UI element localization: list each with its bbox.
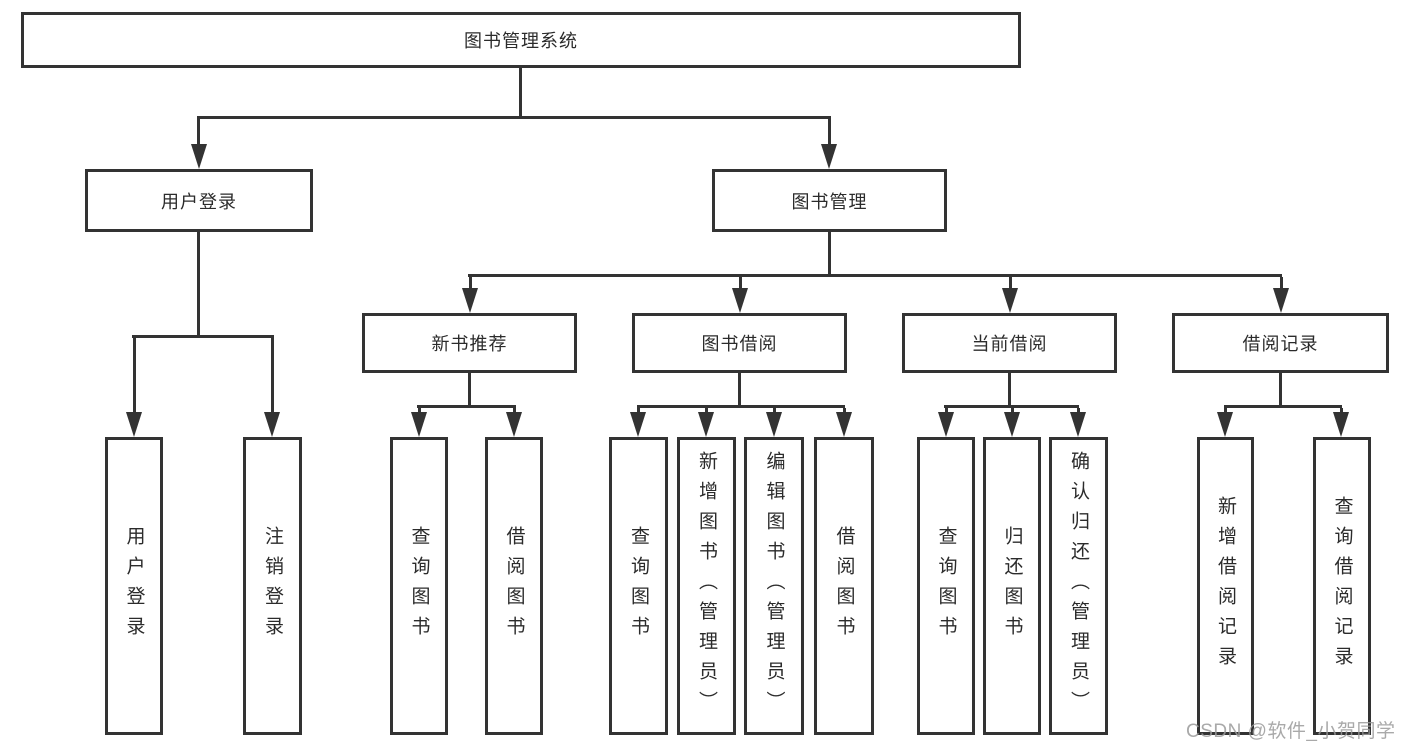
- leaf-cb-confirm-return-admin-label: 确认归还（管理员）: [1068, 451, 1089, 721]
- arrowhead-nb-borrow: [506, 412, 522, 437]
- node-book-mgmt-label: 图书管理: [791, 191, 868, 212]
- leaf-bb-add-books-admin: 新增图书（管理员）: [677, 437, 736, 735]
- leaf-nb-borrow-books-label: 借阅图书: [503, 526, 525, 646]
- edge-stem-nb-borrow: [512, 408, 516, 412]
- edge-stem-book-borrow: [738, 277, 742, 288]
- arrowhead-book-mgmt: [821, 144, 837, 169]
- leaf-rec-add-record-label: 新增借阅记录: [1215, 496, 1236, 676]
- arrowhead-leaf-logout: [264, 412, 280, 437]
- edge-book-mgmt-trunk: [828, 232, 831, 274]
- leaf-cb-query-books-label: 查询图书: [935, 526, 957, 646]
- leaf-bb-query-books: 查询图书: [609, 437, 668, 735]
- edge-stem-user-login: [197, 119, 200, 144]
- edge-level2-bus: [197, 116, 831, 119]
- edge-stem-new-books: [468, 277, 472, 288]
- node-root-label: 图书管理系统: [464, 31, 578, 51]
- node-new-books: 新书推荐: [362, 313, 577, 373]
- leaf-rec-query-record: 查询借阅记录: [1313, 437, 1371, 735]
- node-borrow-records-label: 借阅记录: [1242, 334, 1319, 354]
- leaf-cb-confirm-return-admin: 确认归还（管理员）: [1049, 437, 1108, 735]
- leaf-bb-add-books-admin-label: 新增图书（管理员）: [696, 451, 717, 721]
- node-current-borrow: 当前借阅: [902, 313, 1117, 373]
- edge-new-books-bus: [417, 405, 516, 408]
- arrowhead-new-books: [462, 288, 478, 313]
- arrowhead-cb-return: [1004, 412, 1020, 437]
- leaf-cb-return-books-label: 归还图书: [1001, 526, 1023, 646]
- leaf-logout-label: 注销登录: [262, 526, 283, 646]
- edge-book-borrow-bus: [637, 405, 845, 408]
- node-book-mgmt: 图书管理: [712, 169, 947, 232]
- node-current-borrow-label: 当前借阅: [971, 334, 1048, 354]
- node-root: 图书管理系统: [21, 12, 1021, 68]
- leaf-cb-return-books: 归还图书: [983, 437, 1041, 735]
- edge-stem-bb-edit: [772, 408, 776, 412]
- arrowhead-current-borrow: [1002, 288, 1018, 313]
- arrowhead-bb-borrow: [836, 412, 852, 437]
- leaf-bb-borrow-books: 借阅图书: [814, 437, 874, 735]
- leaf-bb-edit-books-admin: 编辑图书（管理员）: [744, 437, 804, 735]
- edge-stem-rec-add: [1223, 408, 1227, 412]
- edge-stem-cb-confirm: [1076, 408, 1080, 412]
- node-new-books-label: 新书推荐: [431, 334, 508, 354]
- node-book-borrow-label: 图书借阅: [701, 334, 778, 354]
- arrowhead-bb-edit: [766, 412, 782, 437]
- node-user-login-label: 用户登录: [161, 191, 237, 212]
- edge-stem-rec-query: [1339, 408, 1343, 412]
- edge-stem-leaf-user-login: [132, 338, 136, 412]
- leaf-nb-query-books-label: 查询图书: [408, 526, 430, 646]
- leaf-logout: 注销登录: [243, 437, 302, 735]
- edge-stem-nb-query: [417, 408, 421, 412]
- arrowhead-rec-query: [1333, 412, 1349, 437]
- leaf-user-login-label: 用户登录: [123, 526, 145, 646]
- edge-stem-current-borrow: [1008, 277, 1012, 288]
- edge-book-borrow-trunk: [738, 373, 741, 405]
- edge-stem-bb-borrow: [842, 408, 846, 412]
- edge-new-books-trunk: [468, 373, 471, 405]
- leaf-bb-edit-books-admin-label: 编辑图书（管理员）: [763, 451, 785, 721]
- edge-stem-bb-query: [636, 408, 640, 412]
- leaf-user-login: 用户登录: [105, 437, 163, 735]
- arrowhead-bb-query: [630, 412, 646, 437]
- edge-stem-book-mgmt: [828, 119, 831, 144]
- leaf-bb-borrow-books-label: 借阅图书: [833, 526, 855, 646]
- arrowhead-borrow-records: [1273, 288, 1289, 313]
- leaf-bb-query-books-label: 查询图书: [628, 526, 649, 646]
- edge-borrow-records-bus: [1224, 405, 1342, 408]
- arrowhead-cb-query: [938, 412, 954, 437]
- arrowhead-bb-add: [698, 412, 714, 437]
- leaf-nb-borrow-books: 借阅图书: [485, 437, 543, 735]
- arrowhead-cb-confirm: [1070, 412, 1086, 437]
- edge-user-login-bus: [132, 335, 274, 338]
- leaf-cb-query-books: 查询图书: [917, 437, 975, 735]
- edge-level3-bus: [468, 274, 1282, 277]
- arrowhead-rec-add: [1217, 412, 1233, 437]
- edge-user-login-trunk: [197, 232, 200, 335]
- arrowhead-user-login: [191, 144, 207, 169]
- node-book-borrow: 图书借阅: [632, 313, 847, 373]
- arrowhead-book-borrow: [732, 288, 748, 313]
- edge-root-trunk: [519, 68, 522, 116]
- csdn-watermark: CSDN @软件_小贺同学: [1186, 721, 1396, 742]
- arrowhead-nb-query: [411, 412, 427, 437]
- leaf-nb-query-books: 查询图书: [390, 437, 448, 735]
- node-user-login: 用户登录: [85, 169, 313, 232]
- edge-stem-cb-query: [944, 408, 948, 412]
- edge-stem-bb-add: [704, 408, 708, 412]
- leaf-rec-add-record: 新增借阅记录: [1197, 437, 1254, 735]
- edge-current-borrow-bus: [944, 405, 1079, 408]
- edge-stem-cb-return: [1010, 408, 1014, 412]
- arrowhead-leaf-user-login: [126, 412, 142, 437]
- edge-borrow-records-trunk: [1279, 373, 1282, 405]
- edge-current-borrow-trunk: [1008, 373, 1011, 405]
- edge-stem-leaf-logout: [271, 338, 274, 412]
- node-borrow-records: 借阅记录: [1172, 313, 1389, 373]
- edge-stem-borrow-records: [1279, 277, 1283, 288]
- leaf-rec-query-record-label: 查询借阅记录: [1331, 496, 1353, 676]
